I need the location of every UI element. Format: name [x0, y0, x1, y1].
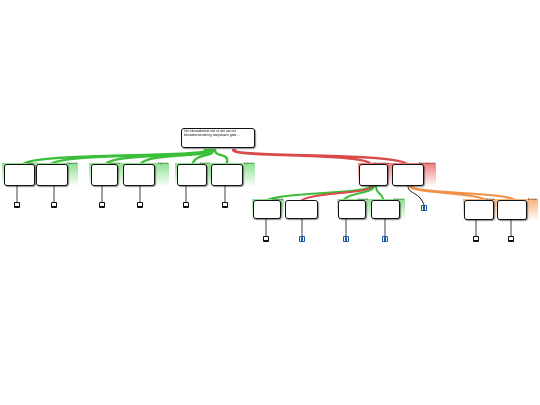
connector: [407, 185, 425, 206]
con-argument-3[interactable]: [285, 200, 318, 219]
publication-icon[interactable]: [99, 202, 105, 208]
pro-argument-4[interactable]: [123, 164, 155, 186]
con-argument-1[interactable]: [359, 164, 388, 186]
publication-icon[interactable]: [263, 236, 269, 242]
connector: [299, 185, 373, 203]
connector: [190, 148, 215, 167]
objection-2[interactable]: [497, 200, 527, 220]
con-argument-2[interactable]: [392, 164, 424, 186]
publication-icon[interactable]: [508, 236, 514, 242]
publication-icon[interactable]: [473, 236, 479, 242]
pro-argument-7[interactable]: [253, 200, 281, 219]
publication-icon[interactable]: [222, 202, 228, 208]
root-claim[interactable]: Het klimaatbeleid wel of niet aan de kli…: [181, 128, 255, 148]
objection-1[interactable]: [464, 200, 494, 220]
publication-icon[interactable]: [51, 202, 57, 208]
connector: [213, 148, 229, 167]
general-knowledge-icon[interactable]: [299, 236, 305, 242]
pro-argument-2[interactable]: [36, 164, 68, 186]
pro-argument-8[interactable]: [338, 200, 366, 219]
pro-argument-1[interactable]: [4, 164, 35, 186]
pro-argument-6[interactable]: [211, 164, 243, 186]
general-knowledge-icon[interactable]: [382, 236, 388, 242]
pro-argument-3[interactable]: [91, 164, 118, 186]
publication-icon[interactable]: [137, 202, 143, 208]
general-knowledge-icon[interactable]: [421, 205, 427, 211]
general-knowledge-icon[interactable]: [343, 236, 349, 242]
publication-icon[interactable]: [14, 202, 20, 208]
pro-argument-5[interactable]: [177, 164, 207, 186]
root-claim-text: Het klimaatbeleid wel of niet aan de kli…: [184, 129, 240, 137]
connector: [233, 148, 410, 167]
pro-argument-9[interactable]: [371, 200, 400, 219]
connector: [138, 148, 213, 167]
publication-icon[interactable]: [183, 202, 189, 208]
